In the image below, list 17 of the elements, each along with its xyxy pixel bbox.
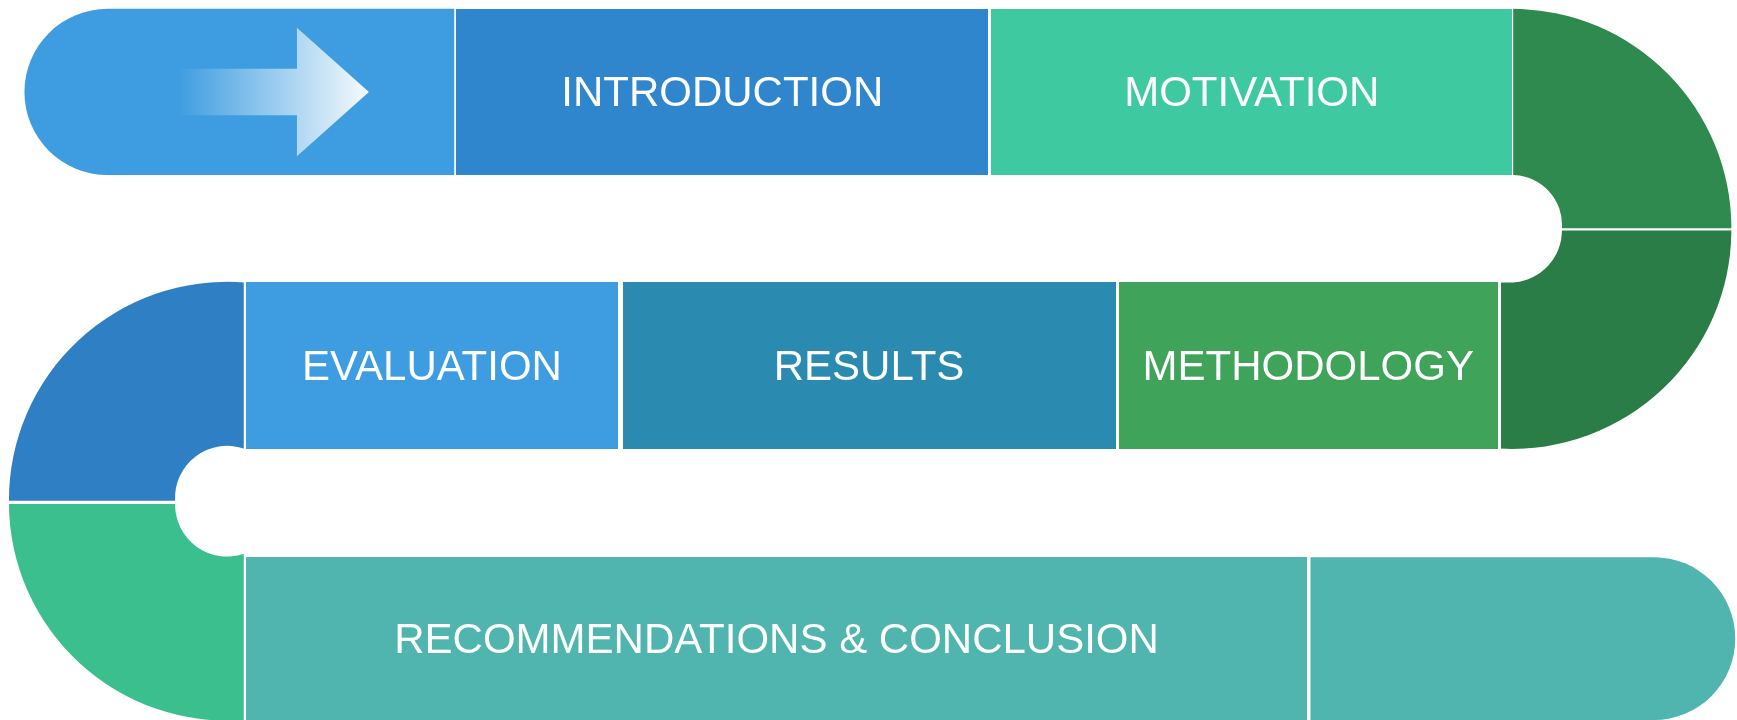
road-segment — [622, 282, 1116, 449]
step-label: RESULTS — [773, 341, 965, 390]
step-label: METHODOLOGY — [1142, 341, 1474, 390]
road-segment — [245, 282, 619, 449]
road-curve — [8, 282, 244, 501]
step-label: INTRODUCTION — [561, 67, 884, 116]
road-segment — [245, 557, 1308, 720]
road-segment — [1118, 282, 1498, 449]
road-curve — [1513, 8, 1732, 229]
road-segment — [456, 8, 989, 175]
step-label: MOTIVATION — [1124, 67, 1380, 116]
road-segment — [991, 8, 1513, 175]
road-end-cap — [1310, 557, 1736, 720]
step-label: EVALUATION — [302, 341, 562, 390]
road-curve — [8, 504, 244, 720]
step-label: RECOMMENDATIONS & CONCLUSION — [394, 614, 1159, 663]
road-curve — [1501, 230, 1732, 449]
